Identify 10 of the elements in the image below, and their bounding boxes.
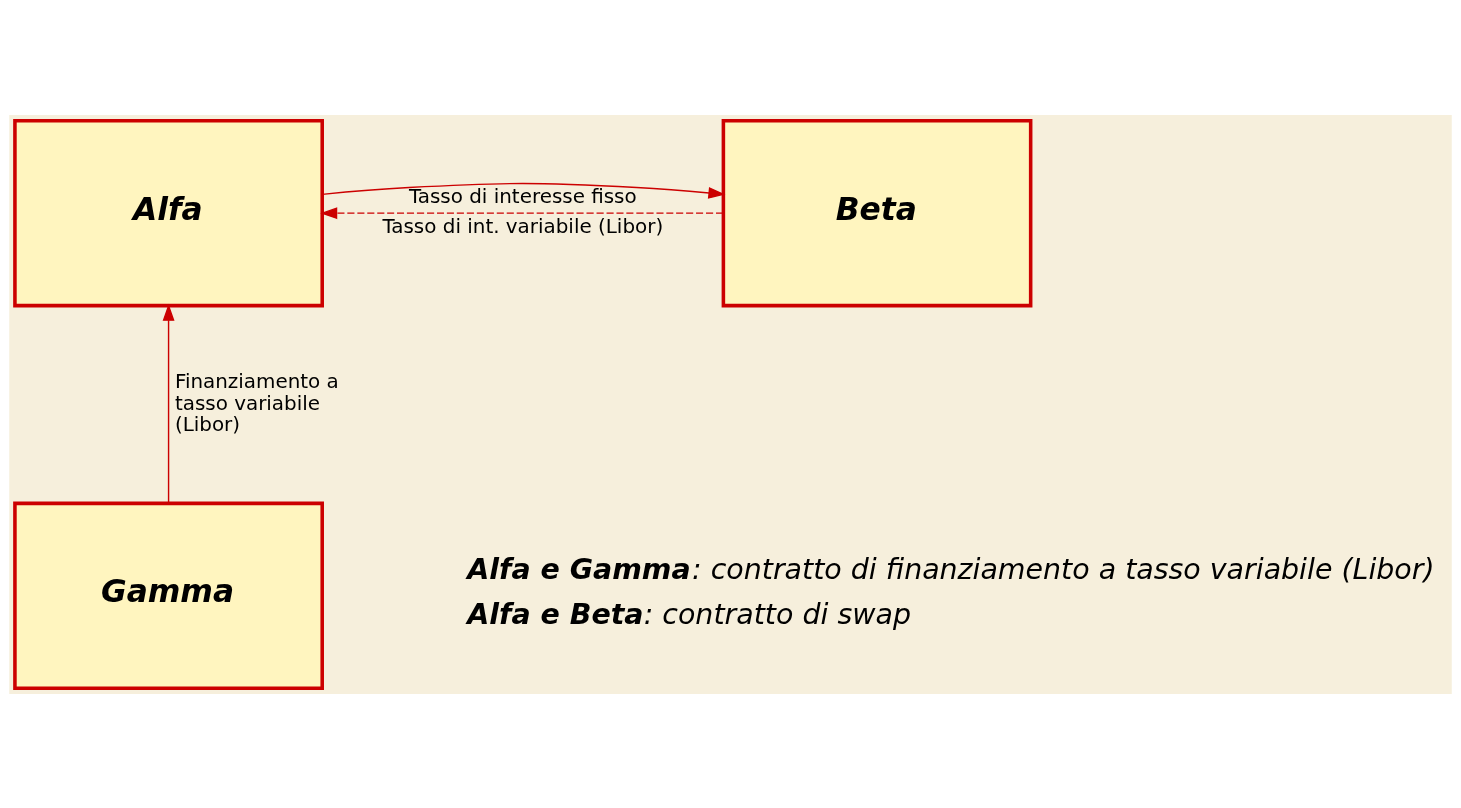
node-box: Alfa [13,118,324,307]
label: Alfa e Beta: contratto di swap [467,597,911,631]
edge-label: Tasso di interesse fisso [408,184,637,208]
node-box: Beta [721,118,1033,307]
arrow [320,206,724,219]
label: Alfa e Gamma: contratto di finanziamento a tasso variabile (Libor) [467,552,1435,586]
arrow [321,182,726,199]
edge-label: Tasso di int. variabile (Libor) [382,214,664,238]
edge-label: Finanziamento a tasso variabile (Libor) [174,369,339,436]
node-box: Gamma [13,501,324,690]
